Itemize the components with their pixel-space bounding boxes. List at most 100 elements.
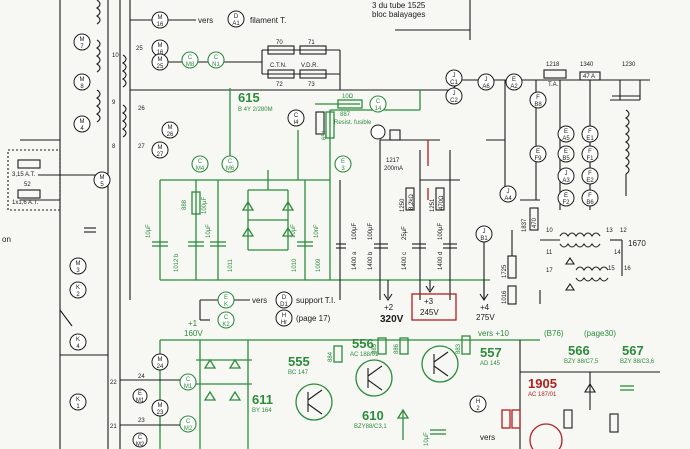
low-num-21: 21: [110, 424, 117, 430]
right-r1016: 1016: [502, 290, 508, 304]
conn-node-0-l1: M: [158, 43, 163, 49]
low-num-22: 22: [110, 380, 117, 386]
right-ta: T.A.: [548, 82, 559, 88]
left-node-m5-l1: M: [100, 175, 105, 181]
left-node-k4-l2: 4: [76, 344, 80, 350]
right-num-17: 17: [546, 268, 553, 274]
rect-c1011: 1011: [228, 258, 234, 272]
right-node-9: F E1: [581, 125, 599, 143]
right-node-4: F B8: [529, 91, 547, 109]
right-node-12-l1: J: [565, 171, 568, 177]
green-node-1: C M6: [221, 155, 239, 173]
ctn-node-n-l2: N1: [212, 62, 220, 68]
ctn-node-c-l1: C: [188, 55, 193, 61]
left-node-m3-l1: M: [76, 261, 81, 267]
conn-num-26: 26: [138, 106, 145, 112]
right-node-13-l2: E2: [586, 178, 594, 184]
green-node-2: C 14: [369, 95, 387, 113]
right-node-2-l1: J: [485, 77, 488, 83]
low-cap: 10µF: [424, 432, 430, 446]
low-r886: 886: [394, 343, 400, 354]
right-node-15-l2: B6: [586, 200, 594, 206]
support-e-l1: E: [224, 295, 228, 301]
filter-cap-2-id: 1400 c: [402, 252, 408, 270]
right-node-14-l1: E: [564, 193, 568, 199]
support-e-node: E K: [217, 291, 235, 309]
right-r1725: 1725: [502, 264, 508, 278]
right-node-5-l1: E: [536, 149, 540, 155]
zener-566-type: BZY 88/C7,5: [564, 359, 599, 365]
lower-wiring: [120, 335, 660, 449]
rail-plus2-voltage: 320V: [380, 314, 404, 325]
right-node-0-l2: C1: [450, 80, 458, 86]
right-node-0: J C1: [445, 69, 463, 87]
left-node-m8-l1: M: [80, 77, 85, 83]
right-num-12: 12: [620, 228, 627, 234]
conn-node-3-l1: M: [158, 145, 163, 151]
conn-node-2: M 26: [161, 121, 179, 139]
left-node-m3: M 3: [69, 257, 87, 275]
low-node-em1-l2: M1: [136, 398, 145, 404]
transistor-556-type: AC 188/01: [350, 352, 379, 358]
right-node-2: J A6: [477, 73, 495, 91]
node-j-b1-l1: J: [483, 229, 486, 235]
rect-cap-2: 10µF: [291, 224, 297, 238]
conn-node-3-l2: 27: [157, 152, 164, 158]
green-node-4-l1: C: [186, 377, 191, 383]
right-node-10: E B5: [557, 145, 575, 163]
right-node-15-l1: F: [588, 193, 592, 199]
right-num-11: 11: [546, 250, 553, 256]
top-frame: [129, 0, 471, 300]
node-j-b1: J B1: [475, 225, 493, 243]
right-node-1: J C2: [445, 87, 463, 105]
low-num-23: 23: [138, 418, 145, 424]
rect-c1012: 1012 b: [174, 253, 180, 272]
red-marks: [411, 140, 457, 321]
green-node-2-l2: 14: [375, 106, 382, 112]
low-node-m23-l2: 23: [157, 410, 164, 416]
rect-cap-1: 10µF: [206, 224, 212, 238]
low-node-h2: H 2: [469, 395, 487, 413]
right-node-3-l2: A2: [510, 84, 518, 90]
transistor-557-type: AD 145: [480, 361, 501, 367]
green-node-3-l1: E: [341, 159, 345, 165]
low-node-m24: M 24: [151, 353, 169, 371]
filter-cap-0-val: 100µF: [352, 223, 358, 240]
fuse-315: 3,15 A.T.: [12, 172, 36, 178]
rail-plus4-voltage: 275V: [476, 313, 495, 322]
left-node-m4-l1: M: [80, 119, 85, 125]
right-r1340: 1340: [580, 62, 594, 68]
resist-node-l1: C: [294, 113, 299, 119]
plus1-label: +1: [188, 319, 198, 328]
low-node-h2-l1: H: [476, 399, 480, 405]
filter-cap-3-id: 1400 d: [438, 252, 444, 270]
filament-node-l1: D: [234, 14, 239, 20]
right-node-5: E F9: [529, 145, 547, 163]
ctn-r72: 72: [276, 82, 283, 88]
right-node-12-l2: A3: [562, 178, 570, 184]
left-node-m4-l2: 4: [80, 126, 84, 132]
conn-num-25: 25: [136, 46, 143, 52]
rectifier-id: 615: [238, 90, 260, 105]
vdr-label: V.D.R.: [301, 63, 318, 69]
plus10-label: vers +10: [478, 329, 509, 338]
zener-610-id: 610: [362, 408, 384, 423]
ctn-r73: 73: [308, 82, 315, 88]
right-node-8-l2: A5: [562, 136, 570, 142]
low-num-24: 24: [138, 374, 145, 380]
right-r1837: 1837: [522, 218, 528, 232]
low-r884: 884: [328, 351, 334, 362]
resist-node: C I4: [287, 109, 305, 127]
resistor-1251-val: 470Ω: [439, 195, 445, 210]
right-r470: 470: [532, 217, 538, 228]
rect-c889: 100µF: [202, 197, 208, 214]
support-label: support T.I.: [296, 296, 335, 305]
transistor-557-id: 557: [480, 345, 502, 360]
right-node-9-l2: E1: [586, 136, 594, 142]
node-m16: M 16: [151, 11, 169, 29]
conn-node-0-l2: 16: [157, 50, 164, 56]
rect-c888: 888: [182, 199, 188, 210]
zener-610-type: BZY88/C3,1: [354, 424, 387, 430]
rectifier-type: B 4Y 2/280M: [238, 107, 273, 113]
plus10-ref: (B76): [544, 329, 564, 338]
